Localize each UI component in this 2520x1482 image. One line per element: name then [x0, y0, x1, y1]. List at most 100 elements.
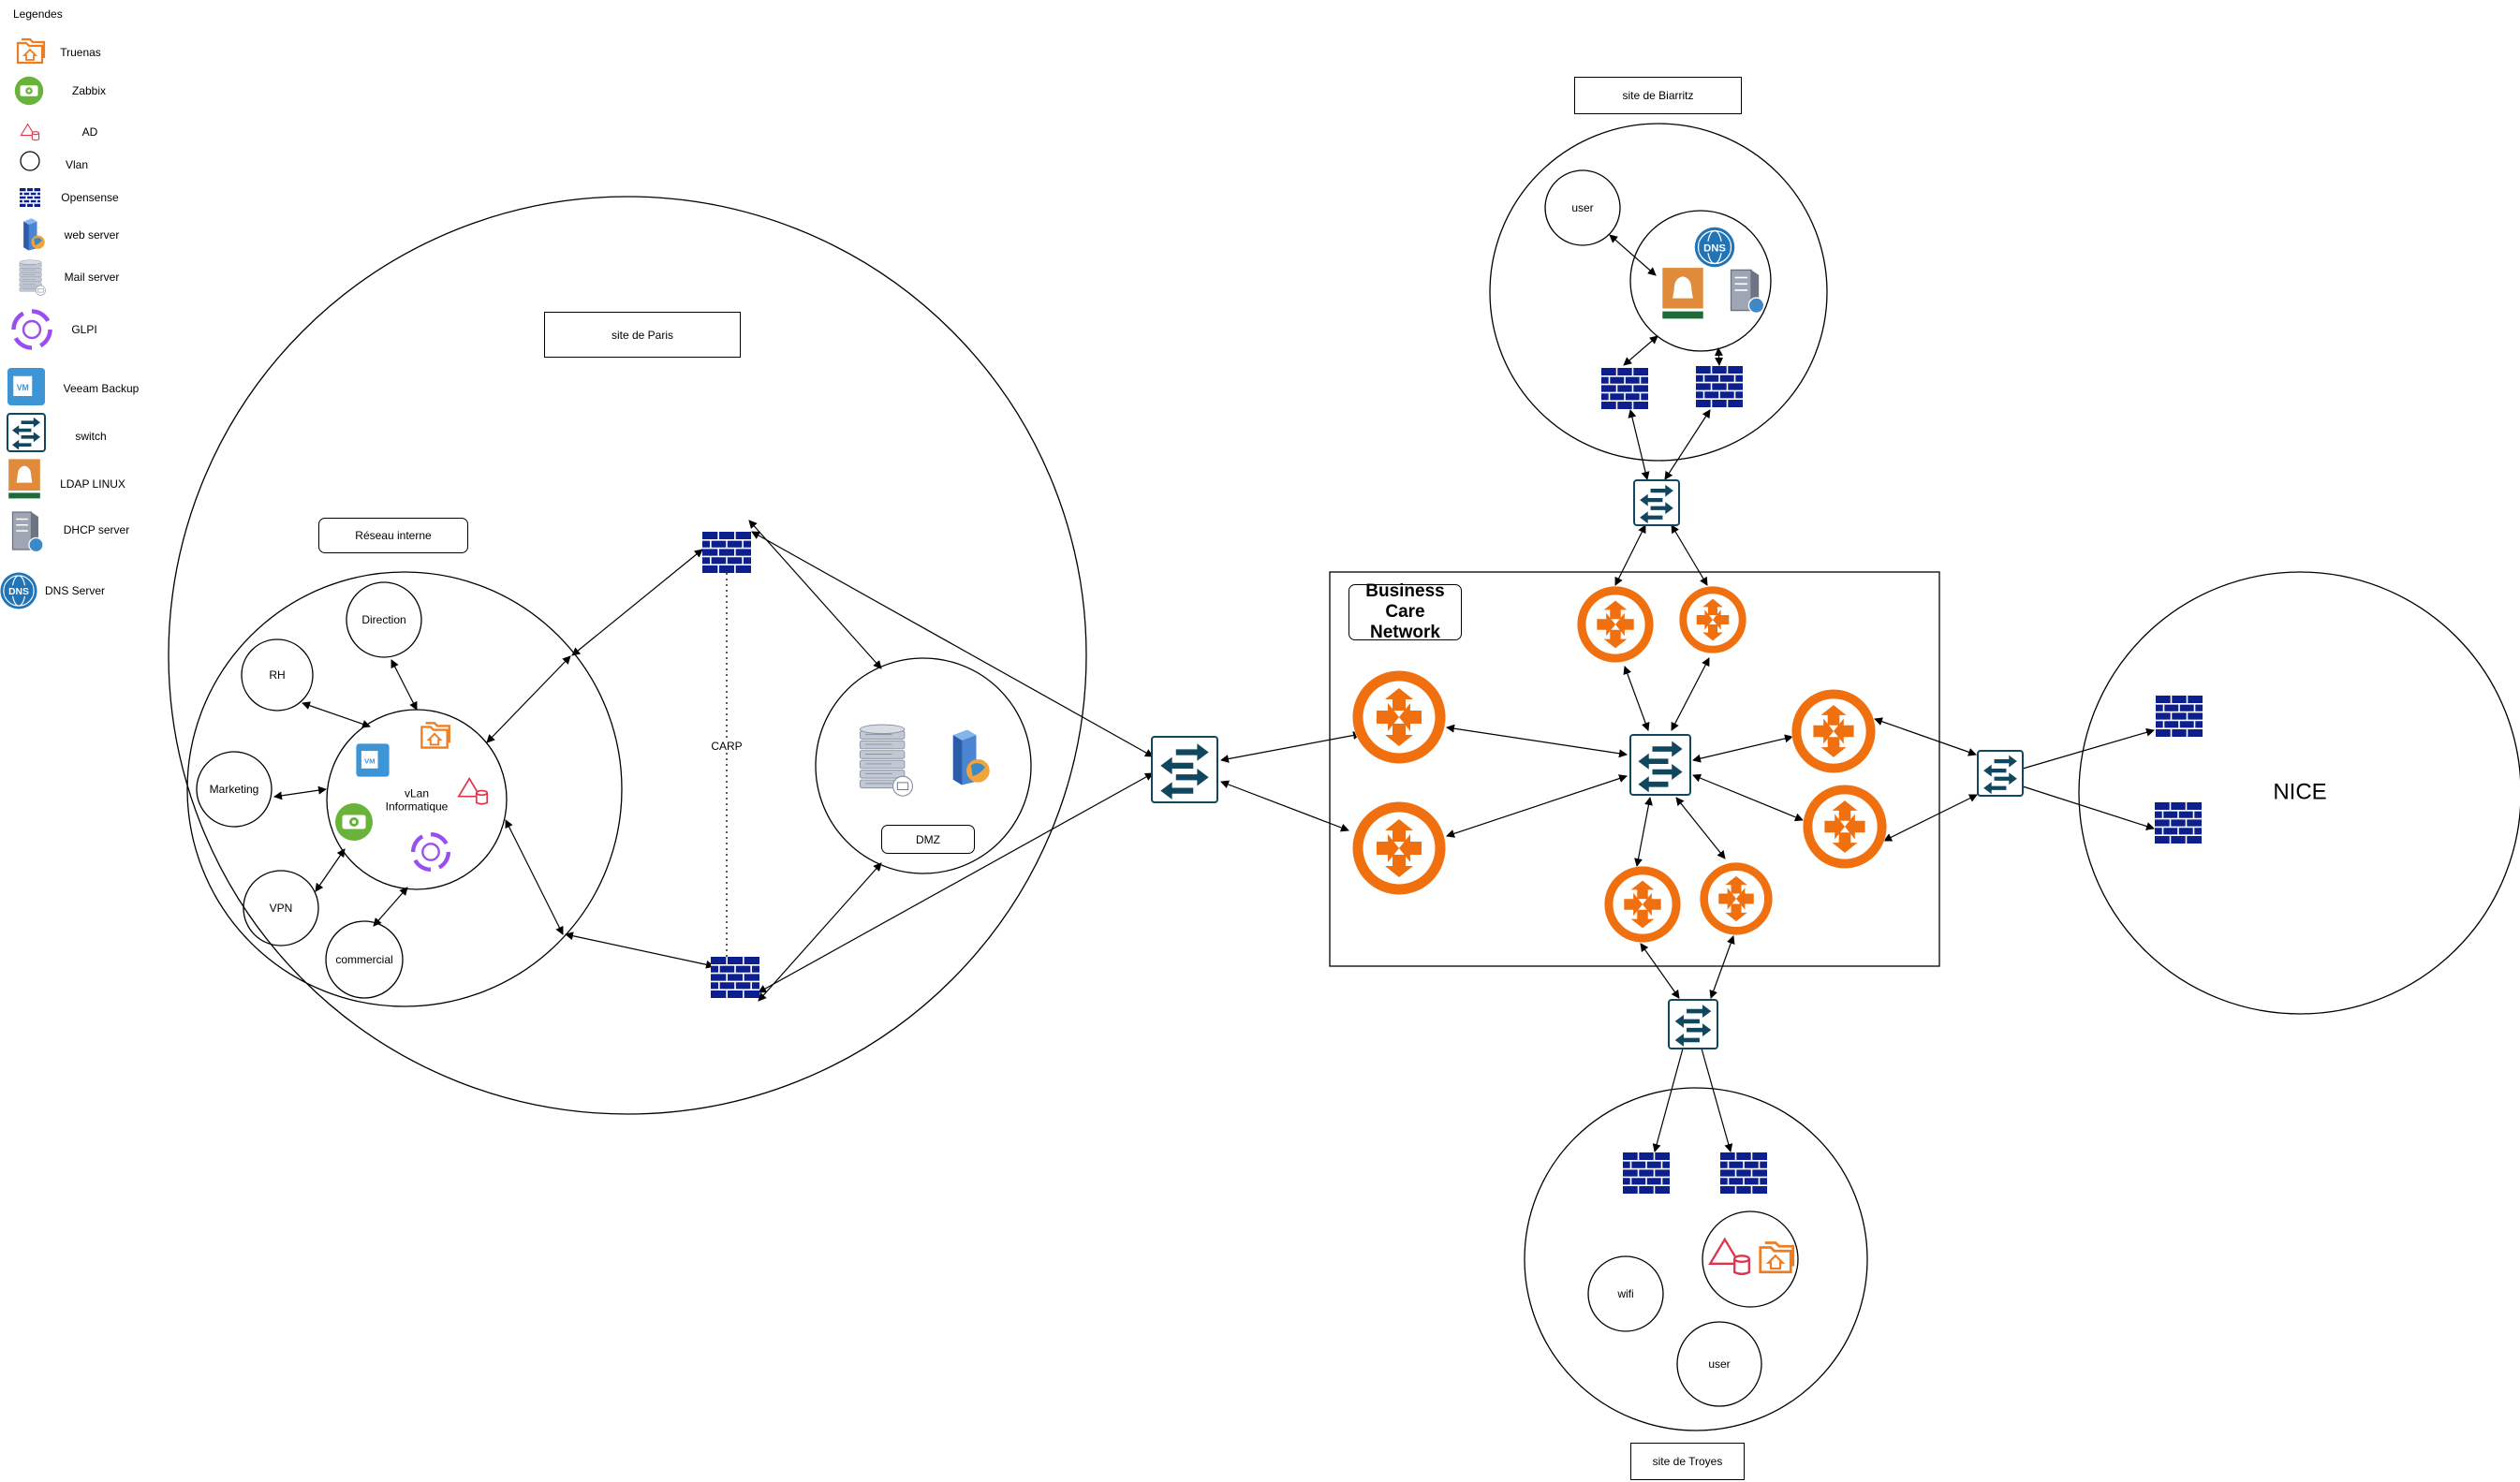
core-router-top-1: [1577, 586, 1654, 663]
paris-truenas-icon: [420, 722, 450, 749]
core-router-top-2: [1679, 586, 1746, 653]
link-center-router-b2: [1675, 797, 1726, 859]
dept-direction-circle: [346, 581, 422, 658]
svg-text:VM: VM: [364, 756, 376, 765]
paris-veeam-icon: VM: [356, 743, 390, 777]
nice-firewall-2: [2155, 802, 2202, 844]
troyes-firewall-2: [1720, 1152, 1767, 1194]
link-troyes-fw1: [1652, 1048, 1684, 1152]
internal-network-boundary: [186, 571, 623, 1007]
link-vlan-marketing: [273, 785, 327, 800]
link-biarritz-user-services: [1609, 234, 1657, 276]
link-router-b2-troyes: [1709, 935, 1735, 999]
troyes-truenas-icon: [1759, 1241, 1795, 1274]
link-router-r2-nice: [1883, 794, 1978, 842]
biarritz-site-boundary: [1489, 123, 1828, 462]
biarritz-firewall-2: [1696, 366, 1743, 407]
vlan-icon: [20, 151, 40, 171]
link-biarritz-switch-fw2: [1664, 409, 1711, 480]
link-switch-router-lt: [1220, 731, 1362, 763]
truenas-icon: [16, 37, 46, 65]
paris-firewall-bottom: [711, 957, 759, 998]
biarritz-services-circle: [1629, 210, 1772, 352]
troyes-site-boundary: [1524, 1087, 1868, 1431]
dept-commercial-circle: [325, 920, 404, 999]
svg-text:DNS: DNS: [1703, 242, 1726, 254]
link-center-router-r1: [1692, 734, 1793, 763]
link-vlan-commercial: [373, 887, 408, 927]
biarritz-firewall-1: [1601, 368, 1648, 409]
link-biarritz-switch-t1: [1614, 524, 1646, 586]
biarritz-dhcp-icon: [1730, 269, 1765, 314]
paris-zabbix-icon: [335, 803, 373, 841]
core-router-left-top: [1352, 670, 1446, 764]
dhcp-server-icon: [11, 511, 44, 553]
link-firewall-bottom-dmz: [758, 862, 882, 1002]
glpi-icon: [11, 309, 52, 350]
core-router-right-1: [1791, 689, 1876, 773]
dns-server-icon: DNS: [0, 572, 37, 609]
dept-rh-circle: [241, 638, 314, 712]
troyes-user-circle: [1676, 1321, 1762, 1407]
link-biarritz-fw2-services: [1714, 347, 1724, 366]
link-biarritz-fw1-services: [1623, 335, 1658, 366]
troyes-services-circle: [1702, 1211, 1799, 1308]
troyes-firewall-1: [1623, 1152, 1670, 1194]
paris-glpi-icon: [410, 831, 451, 873]
biarritz-user-circle: [1544, 169, 1621, 246]
nice-firewall-1: [2156, 696, 2203, 737]
zabbix-icon: [14, 76, 44, 106]
core-router-right-2: [1803, 785, 1887, 869]
nice-site-boundary: [2078, 571, 2520, 1015]
mail-server-icon: [19, 259, 46, 296]
link-center-router-t2: [1671, 657, 1710, 731]
link-internal-firewall-top: [571, 549, 703, 656]
link-router-lb-center: [1446, 774, 1628, 838]
core-switch-left: [1151, 736, 1218, 803]
troyes-switch: [1668, 999, 1718, 1049]
ad-icon: [20, 123, 40, 141]
link-firewall-top-dmz: [748, 520, 882, 669]
biarritz-ldap-icon: [1662, 268, 1703, 319]
link-center-router-r2: [1692, 773, 1804, 822]
link-vlan-internal-top: [486, 655, 571, 743]
link-vlan-internal-bottom: [505, 819, 564, 935]
dept-vpn-circle: [243, 870, 319, 946]
dept-marketing-circle: [196, 751, 273, 828]
paris-firewall-top: [702, 532, 751, 573]
paris-ad-icon: [457, 777, 489, 805]
biarritz-switch: [1633, 479, 1680, 526]
dmz-mail-server-icon: [859, 724, 914, 797]
core-router-bottom-1: [1604, 866, 1681, 943]
link-vlan-vpn: [315, 848, 346, 892]
link-biarritz-switch-t2: [1671, 524, 1708, 586]
switch-icon: [7, 413, 46, 452]
dmz-web-server-icon: [952, 729, 990, 785]
nice-switch: [1977, 750, 2024, 797]
firewall-icon: [20, 188, 40, 207]
link-nice-fw1: [2022, 727, 2155, 770]
ldap-icon: [8, 459, 40, 499]
link-router-r1-nice: [1874, 717, 1977, 756]
link-firewall-top-switch: [751, 531, 1154, 757]
veeam-icon: VM: [7, 368, 45, 405]
link-center-router-b1: [1634, 797, 1653, 867]
core-router-bottom-2: [1700, 862, 1773, 935]
svg-text:DNS: DNS: [8, 587, 29, 597]
link-vlan-rh: [302, 701, 371, 728]
link-switch-router-lb: [1220, 780, 1349, 832]
biarritz-dns-icon: DNS: [1694, 227, 1735, 268]
link-router-lt-center: [1446, 724, 1628, 758]
link-internal-firewall-bottom: [565, 932, 715, 969]
svg-text:VM: VM: [17, 383, 29, 392]
troyes-wifi-circle: [1587, 1255, 1664, 1332]
link-center-router-t1: [1623, 666, 1650, 731]
link-router-b1-troyes: [1640, 943, 1680, 999]
troyes-ad-icon: [1708, 1237, 1750, 1276]
link-vlan-direction: [391, 659, 418, 711]
core-router-left-bottom: [1352, 801, 1446, 895]
link-firewall-bottom-switch: [758, 772, 1154, 993]
dmz-circle: [815, 657, 1032, 874]
web-server-icon: [23, 218, 45, 251]
